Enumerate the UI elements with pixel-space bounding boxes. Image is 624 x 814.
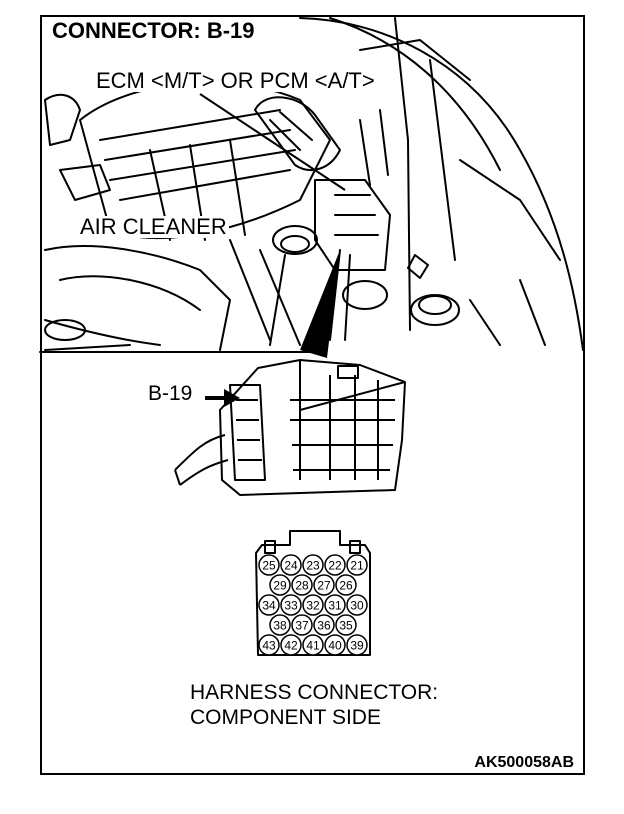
connector-pin-label: 38 bbox=[273, 619, 287, 633]
connector-pin bbox=[302, 594, 324, 616]
connector-pin bbox=[335, 614, 357, 636]
figure-code: AK500058AB bbox=[474, 754, 574, 771]
air-cleaner-label: AIR CLEANER bbox=[78, 214, 229, 239]
connector-pin-label: 39 bbox=[350, 639, 364, 653]
connector-pin-label: 29 bbox=[273, 579, 287, 593]
connector-pin-label: 36 bbox=[317, 619, 331, 633]
page-title: CONNECTOR: B-19 bbox=[52, 18, 255, 43]
connector-pin bbox=[313, 614, 335, 636]
connector-pin bbox=[269, 574, 291, 596]
connector-pin-label: 35 bbox=[339, 619, 353, 633]
connector-pin-label: 32 bbox=[306, 599, 320, 613]
harness-caption-line1: HARNESS CONNECTOR: bbox=[190, 681, 439, 704]
connector-pin-label: 26 bbox=[339, 579, 353, 593]
connector-pin-label: 27 bbox=[317, 579, 331, 593]
connector-callout-label: B-19 bbox=[148, 382, 193, 405]
connector-pin-label: 24 bbox=[284, 559, 298, 573]
connector-pin bbox=[258, 634, 280, 656]
connector-pin bbox=[346, 634, 368, 656]
connector-pin-label: 37 bbox=[295, 619, 309, 633]
connector-pin-label: 30 bbox=[350, 599, 364, 613]
connector-pin bbox=[269, 614, 291, 636]
connector-pin bbox=[258, 554, 280, 576]
connector-pin-label: 28 bbox=[295, 579, 309, 593]
connector-pin-label: 41 bbox=[306, 639, 320, 653]
connector-pin-grid: 25 24 23 22 21 29 28 27 26 34 33 32 31 30 38 37 36 35 43 42… bbox=[258, 554, 368, 656]
connector-pin bbox=[258, 594, 280, 616]
connector-pin-label: 22 bbox=[328, 559, 342, 573]
connector-pin bbox=[280, 634, 302, 656]
connector-pin bbox=[291, 614, 313, 636]
connector-pin bbox=[346, 554, 368, 576]
connector-pin bbox=[324, 594, 346, 616]
connector-pin bbox=[302, 634, 324, 656]
ecm-pcm-label: ECM <M/T> OR PCM <A/T> bbox=[94, 68, 377, 93]
harness-connector-caption: HARNESS CONNECTOR: COMPONENT SIDE bbox=[190, 680, 438, 730]
connector-pin-label: 40 bbox=[328, 639, 342, 653]
connector-pin-label: 21 bbox=[350, 559, 364, 573]
connector-pin bbox=[346, 594, 368, 616]
connector-pin-label: 31 bbox=[328, 599, 342, 613]
connector-pin bbox=[324, 554, 346, 576]
connector-pin-label: 33 bbox=[284, 599, 298, 613]
connector-pin bbox=[302, 554, 324, 576]
connector-pin-label: 23 bbox=[306, 559, 320, 573]
harness-caption-line2: COMPONENT SIDE bbox=[190, 706, 381, 730]
connector-pin bbox=[291, 574, 313, 596]
connector-pin bbox=[280, 554, 302, 576]
connector-pin bbox=[324, 634, 346, 656]
connector-pin-label: 34 bbox=[262, 599, 276, 613]
connector-pin-label: 25 bbox=[262, 559, 276, 573]
connector-pin-label: 43 bbox=[262, 639, 276, 653]
connector-pin-label: 42 bbox=[284, 639, 298, 653]
connector-pin bbox=[280, 594, 302, 616]
connector-pin bbox=[335, 574, 357, 596]
diagram-frame bbox=[40, 15, 585, 775]
connector-pin bbox=[313, 574, 335, 596]
